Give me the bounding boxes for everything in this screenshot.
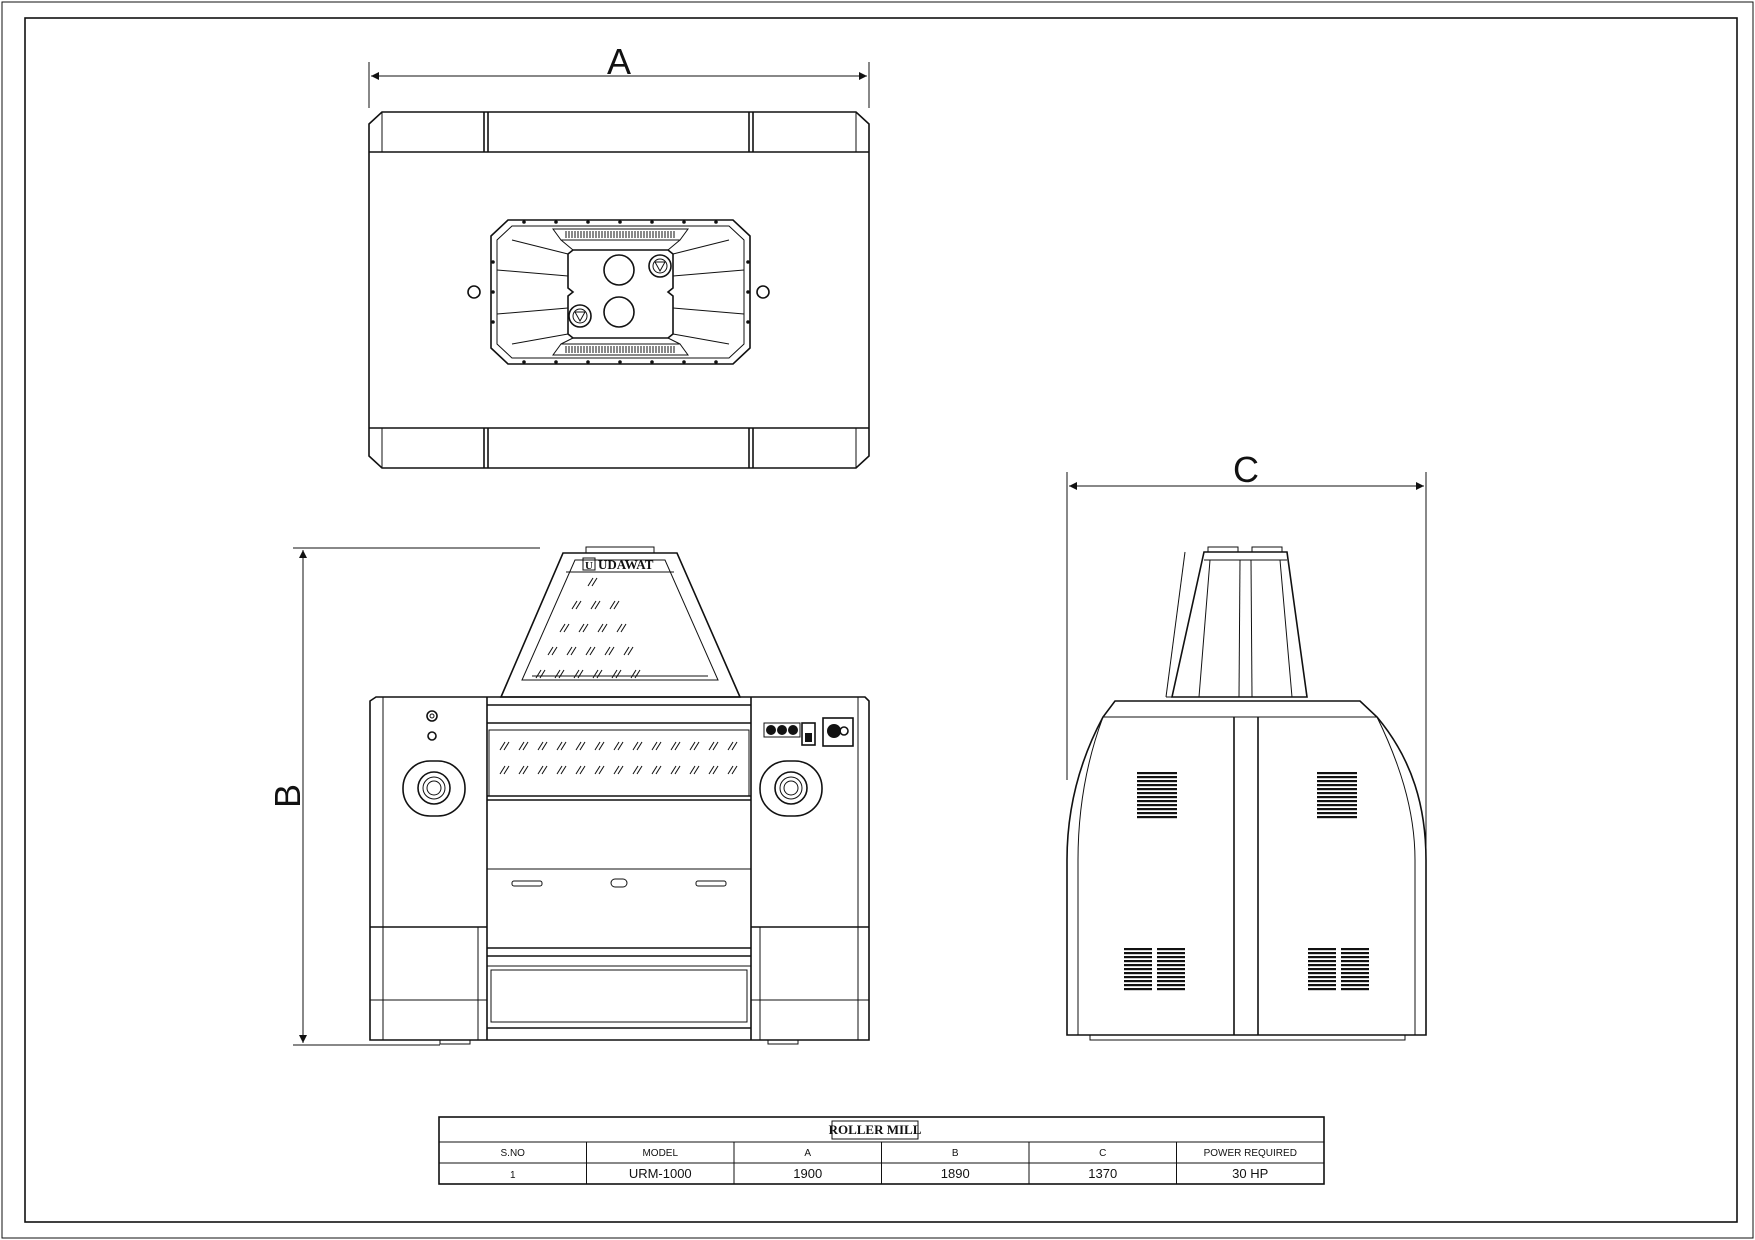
table-header-cell: POWER REQUIRED (1204, 1148, 1297, 1159)
udawat-logo: U UDAWAT (582, 557, 654, 572)
table-header-cell: B (952, 1148, 959, 1159)
table-header-cell: A (804, 1148, 811, 1159)
table-value-cell: URM-1000 (629, 1166, 692, 1181)
dimension-label-b: B (267, 784, 308, 808)
top-view: A (368, 41, 870, 469)
side-view: C (1066, 449, 1427, 1041)
table-header-cell: S.NO (501, 1148, 526, 1159)
svg-text:U: U (585, 560, 593, 572)
table-value-cell: 30 HP (1232, 1166, 1268, 1181)
dimension-label-c: C (1233, 449, 1259, 490)
table-value-cell: 1890 (941, 1166, 970, 1181)
spec-table-title: ROLLER MILL (829, 1122, 922, 1137)
front-view: B U UDAWAT (267, 546, 870, 1046)
svg-text:UDAWAT: UDAWAT (598, 557, 654, 572)
table-value-cell: 1370 (1088, 1166, 1117, 1181)
spec-table: ROLLER MILL S.NO MODEL A B C POWER REQUIRED 1 U… (438, 1116, 1325, 1185)
dimension-label-a: A (607, 41, 631, 82)
table-value-cell: 1900 (793, 1166, 822, 1181)
table-header-cell: C (1099, 1148, 1106, 1159)
drawing-frame (24, 17, 1738, 1223)
table-header-cell: MODEL (642, 1148, 678, 1159)
table-value-cell: 1 (510, 1170, 516, 1181)
